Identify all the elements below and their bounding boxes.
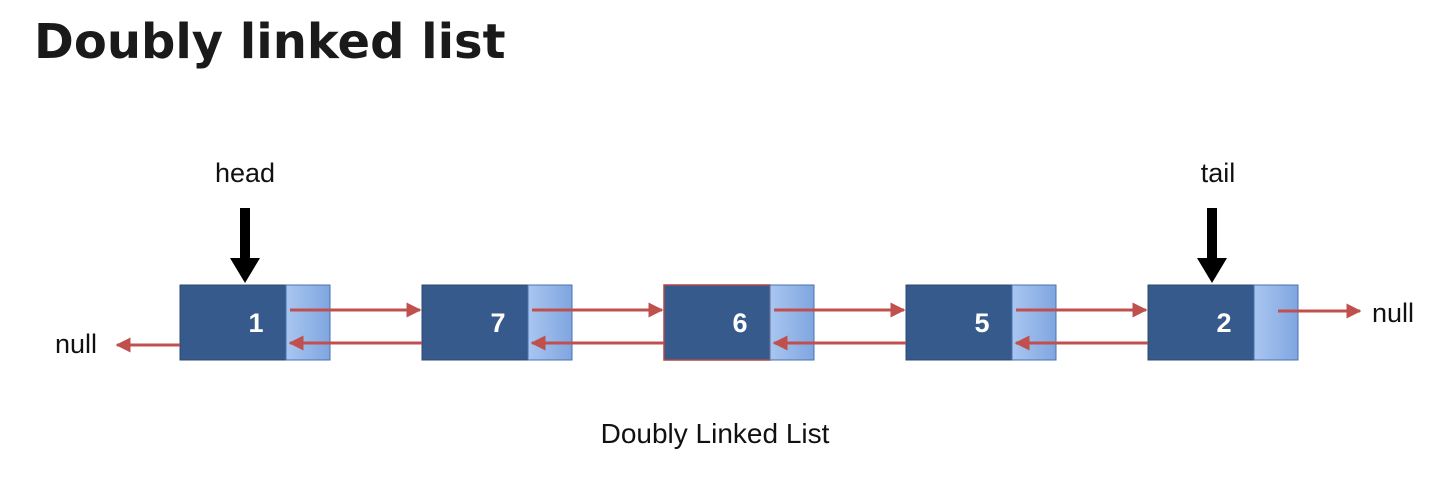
node-value: 5 (974, 308, 989, 338)
head-pointer-arrow (230, 208, 260, 283)
nodes-layer: 1 7 6 5 2 (179, 284, 1299, 361)
list-node: 2 (1147, 284, 1299, 361)
list-node: 7 (421, 284, 573, 361)
node-pointer-box (1011, 284, 1057, 361)
null-left-label: null (55, 329, 97, 359)
node-pointer-box (769, 284, 815, 361)
node-data-box (421, 284, 529, 361)
page-title: Doubly linked list (34, 14, 506, 70)
list-node: 1 (179, 284, 331, 361)
node-pointer-box (285, 284, 331, 361)
node-pointer-box (1253, 284, 1299, 361)
list-node: 6 (663, 284, 815, 361)
arrows-layer (115, 302, 1362, 353)
list-node: 5 (905, 284, 1057, 361)
diagram-caption: Doubly Linked List (601, 418, 830, 449)
node-data-box (905, 284, 1013, 361)
head-label: head (215, 158, 275, 188)
node-value: 6 (732, 308, 747, 338)
node-data-box (179, 284, 287, 361)
node-pointer-box (527, 284, 573, 361)
node-data-box (663, 284, 771, 361)
null-right-label: null (1372, 298, 1414, 328)
tail-label: tail (1201, 158, 1236, 188)
node-data-box (1147, 284, 1255, 361)
tail-pointer-arrow (1197, 208, 1227, 283)
node-value: 7 (490, 308, 505, 338)
node-value: 2 (1216, 308, 1231, 338)
node-value: 1 (248, 308, 263, 338)
